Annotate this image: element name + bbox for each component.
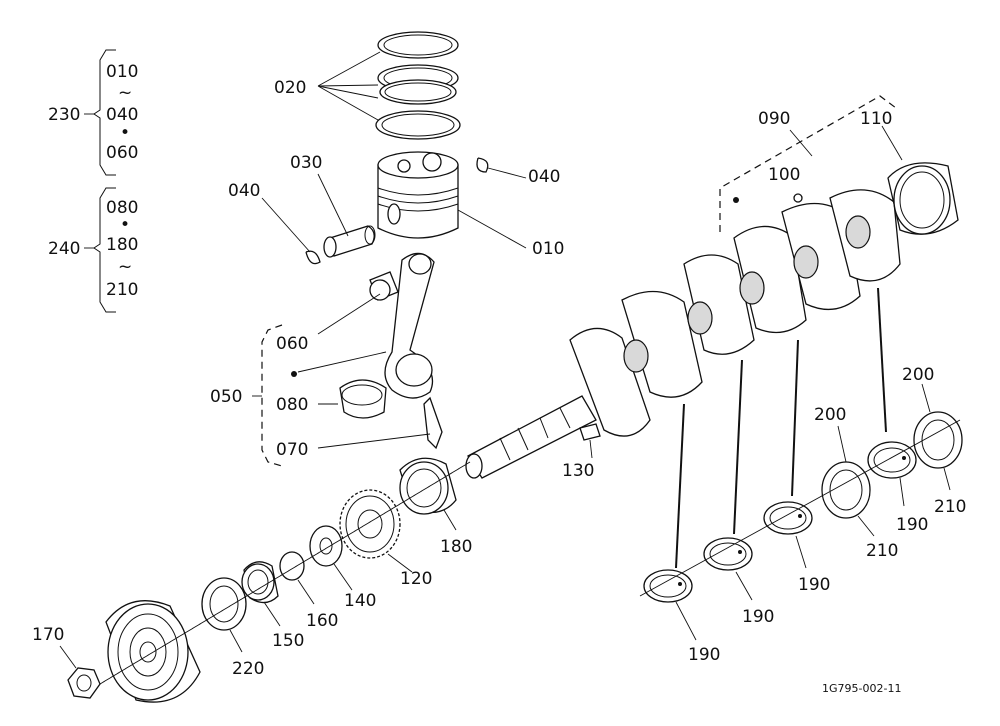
main-bearing-2 (703, 537, 753, 571)
group-230-label: 230 (48, 105, 80, 125)
label-120: 120 (400, 569, 432, 589)
piston-rings (317, 31, 461, 140)
group-230-item-5: 060 (106, 143, 138, 163)
label-080: 080 (276, 395, 308, 415)
label-160: 160 (306, 611, 338, 631)
label-190-b: 190 (742, 607, 774, 627)
label-050: 050 (210, 387, 242, 407)
group-240-item-4: ~ (118, 257, 132, 277)
label-200-a: 200 (814, 405, 846, 425)
label-040-right: 040 (528, 167, 560, 187)
label-200-b: 200 (902, 365, 934, 385)
group-240-item-5: 210 (106, 280, 138, 300)
label-190-d: 190 (896, 515, 928, 535)
crank-plug (793, 193, 803, 203)
connecting-rod (384, 252, 443, 450)
label-020: 020 (274, 78, 306, 98)
document-id: 1G795-002-11 (822, 682, 901, 695)
label-010: 010 (532, 239, 564, 259)
group-230-item-4: • (120, 123, 130, 143)
crank-gear (339, 489, 401, 559)
crank-nut (67, 667, 101, 699)
conrod-bearing (339, 379, 387, 419)
thrust-washer-rear (913, 411, 963, 469)
main-bearing-4 (867, 441, 917, 479)
group-240-item-3: 180 (106, 235, 138, 255)
crank-bushing (887, 162, 959, 235)
arrow-bearing-1 (675, 403, 685, 569)
collar (241, 561, 279, 604)
label-140: 140 (344, 591, 376, 611)
label-220: 220 (232, 659, 264, 679)
group-090-dot (733, 197, 739, 203)
label-030: 030 (290, 153, 322, 173)
thrust-washer-140 (309, 525, 343, 567)
group-050-dot (291, 371, 297, 377)
label-060: 060 (276, 334, 308, 354)
group-050-bracket (261, 324, 283, 467)
main-bearing-1 (643, 569, 693, 603)
label-180: 180 (440, 537, 472, 557)
group-240-item-2: • (120, 215, 130, 235)
oil-seal (201, 577, 247, 631)
label-190-c: 190 (798, 575, 830, 595)
label-130: 130 (562, 461, 594, 481)
label-210-b: 210 (934, 497, 966, 517)
circlip-right (476, 157, 489, 173)
group-230-item-2: ~ (118, 83, 132, 103)
small-end-bush (369, 271, 399, 301)
front-bearing (399, 457, 457, 515)
bearing-axis-line (639, 419, 961, 597)
main-bearing-3 (763, 501, 813, 535)
arrow-bearing-4 (877, 287, 887, 433)
piston (377, 151, 459, 239)
group-230-bracket: 230 010 ~ 040 • 060 (48, 49, 138, 176)
label-150: 150 (272, 631, 304, 651)
label-170: 170 (32, 625, 64, 645)
arrow-bearing-2 (733, 359, 743, 535)
circlip-left (305, 250, 321, 265)
label-090: 090 (758, 109, 790, 129)
label-190-a: 190 (688, 645, 720, 665)
group-230-item-1: 010 (106, 62, 138, 82)
label-100: 100 (768, 165, 800, 185)
thrust-washer-front (821, 461, 871, 519)
group-230-item-3: 040 (106, 105, 138, 125)
piston-pin (323, 225, 376, 258)
label-040-left: 040 (228, 181, 260, 201)
group-240-item-1: 080 (106, 198, 138, 218)
label-110: 110 (860, 109, 892, 129)
crank-axis-line (99, 461, 471, 685)
group-240-bracket: 240 080 • 180 ~ 210 (48, 187, 138, 313)
arrow-bearing-3 (791, 339, 799, 497)
o-ring (279, 551, 305, 581)
crankshaft (465, 189, 901, 479)
label-070: 070 (276, 440, 308, 460)
label-210-a: 210 (866, 541, 898, 561)
crank-key (579, 423, 601, 441)
group-240-label: 240 (48, 239, 80, 259)
crank-pulley (105, 600, 201, 703)
